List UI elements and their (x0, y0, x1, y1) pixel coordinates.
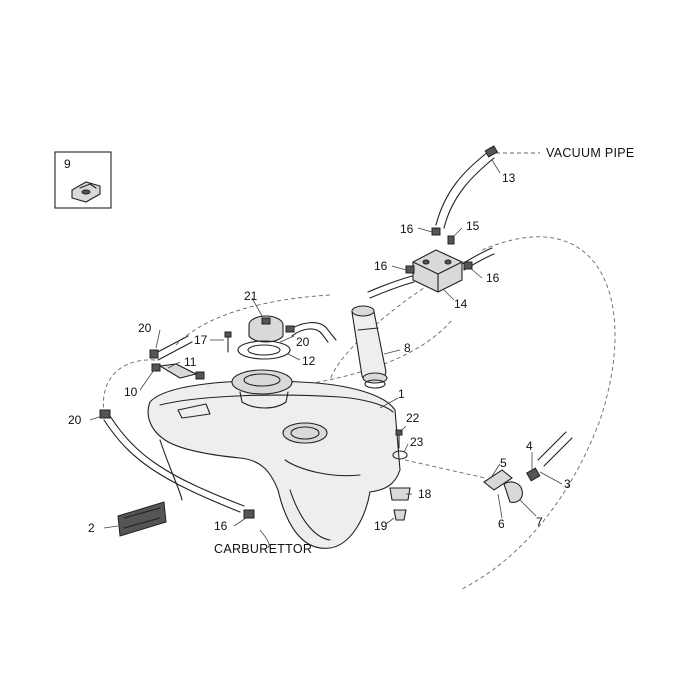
washer-23 (392, 450, 408, 460)
callout-16: 16 (214, 519, 228, 533)
caption-carburettor: CARBURETTOR (214, 542, 312, 556)
callout-22: 22 (406, 411, 420, 425)
callout-20: 20 (296, 335, 310, 349)
leader-lines (89, 159, 563, 549)
caption-vacuum-pipe: VACUUM PIPE (546, 146, 635, 160)
callout-23: 23 (410, 435, 424, 449)
callout-16: 16 (400, 222, 414, 236)
callout-16: 16 (486, 271, 500, 285)
callout-16: 16 (374, 259, 388, 273)
left-upper-hose (153, 335, 193, 361)
inset-number: 9 (64, 157, 71, 171)
callout-10: 10 (124, 385, 138, 399)
callout-5: 5 (500, 456, 507, 470)
left-long-hose (99, 409, 255, 519)
callout-2: 2 (88, 521, 95, 535)
reflector-plate (117, 501, 167, 537)
fuel-tank (147, 380, 401, 549)
callout-20: 20 (138, 321, 152, 335)
rubber-bush-18 (389, 487, 411, 501)
callout-4: 4 (526, 439, 533, 453)
callout-19: 19 (374, 519, 388, 533)
callout-11: 11 (184, 355, 197, 369)
bolt-17 (224, 331, 232, 353)
callout-18: 18 (418, 487, 432, 501)
callout-12: 12 (302, 354, 316, 368)
clip-nut-icon (71, 181, 101, 203)
bolt-22 (395, 429, 403, 449)
callout-labels: 13 16 15 16 16 14 21 17 20 20 11 12 10 8… (68, 171, 571, 535)
cap-gasket (237, 340, 291, 360)
callout-15: 15 (466, 219, 480, 233)
fuel-tap (483, 467, 541, 503)
callout-7: 7 (536, 515, 543, 529)
callout-1: 1 (398, 387, 405, 401)
nut-19 (393, 509, 407, 521)
callout-13: 13 (502, 171, 516, 185)
filler-neck-ring (231, 369, 293, 409)
hose-clamp-upper-left (149, 349, 159, 359)
fuel-cap (248, 315, 284, 343)
callout-8: 8 (404, 341, 411, 355)
valve-side-hose (367, 275, 413, 293)
callout-6: 6 (498, 517, 505, 531)
callout-3: 3 (564, 477, 571, 491)
fuel-pump-tube (351, 305, 388, 389)
callout-21: 21 (244, 289, 258, 303)
hose-clamps (285, 227, 473, 333)
callout-20: 20 (68, 413, 82, 427)
right-hose (537, 431, 573, 467)
vacuum-hose (435, 145, 499, 229)
fuel-valve-block (412, 249, 463, 293)
inset-box-part-9: 9 (54, 151, 112, 209)
callout-14: 14 (454, 297, 468, 311)
callout-17: 17 (194, 333, 208, 347)
